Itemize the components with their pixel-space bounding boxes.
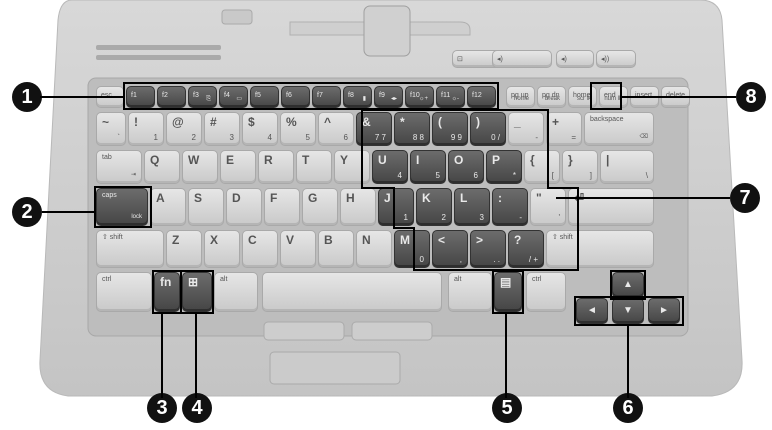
embedded-keypad-outline <box>362 110 578 270</box>
